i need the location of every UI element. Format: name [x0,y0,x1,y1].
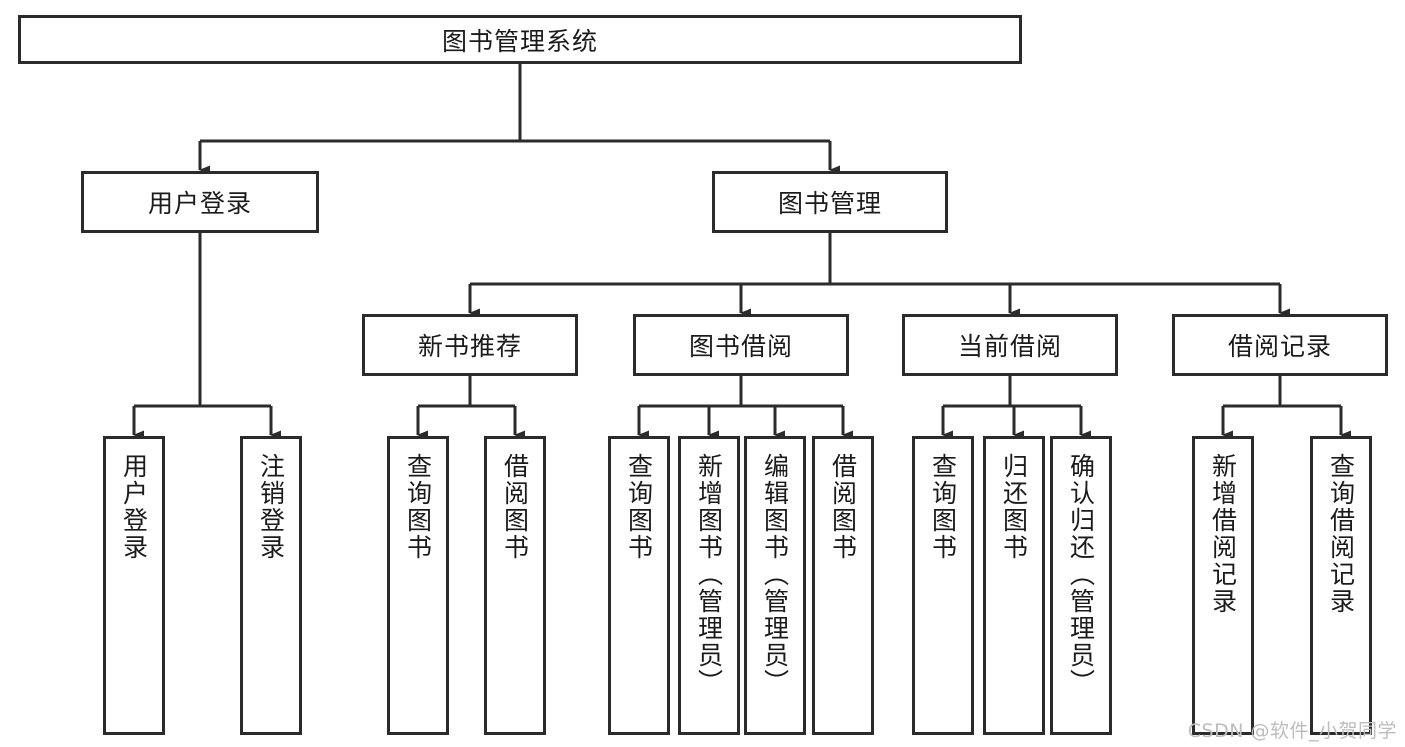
node-label: 查询图书 [403,453,433,561]
node-user-login[interactable]: 用户登录 [81,171,319,233]
node-book-manage[interactable]: 图书管理 [712,171,948,233]
node-label: 用户登录 [147,189,252,218]
node-label: 图书借阅 [688,332,793,361]
node-label: 查询图书 [624,453,654,561]
node-leaf-logout[interactable]: 注销登录 [240,436,302,735]
node-label: 图书管理 [777,189,882,218]
node-label: 借阅图书 [500,453,530,561]
node-leaf-query-record[interactable]: 查询借阅记录 [1310,436,1372,735]
node-label: 确认归还（管理员） [1066,453,1096,696]
node-leaf-query-book-2[interactable]: 查询图书 [608,436,670,735]
node-label: 查询借阅记录 [1326,453,1356,615]
node-root[interactable]: 图书管理系统 [18,15,1022,64]
node-new-book-recommend[interactable]: 新书推荐 [362,314,578,376]
node-leaf-edit-book[interactable]: 编辑图书（管理员） [744,436,806,735]
node-label: 新增借阅记录 [1208,453,1238,615]
node-leaf-confirm-return[interactable]: 确认归还（管理员） [1050,436,1112,735]
node-label: 用户登录 [119,453,149,561]
node-label: 新书推荐 [417,332,522,361]
node-label: 当前借阅 [957,332,1062,361]
node-label: 图书管理系统 [441,26,598,56]
node-label: 编辑图书（管理员） [760,453,790,696]
watermark-text: CSDN @软件_小贺同学 [1187,720,1397,742]
node-label: 借阅记录 [1227,332,1332,361]
node-label: 查询图书 [928,453,958,561]
node-label: 新增图书（管理员） [694,453,724,696]
node-label: 注销登录 [256,453,286,561]
node-book-borrow[interactable]: 图书借阅 [633,314,849,376]
node-leaf-borrow-book-1[interactable]: 借阅图书 [484,436,546,735]
node-leaf-borrow-book-2[interactable]: 借阅图书 [812,436,874,735]
node-leaf-return-book[interactable]: 归还图书 [983,436,1045,735]
node-borrow-record[interactable]: 借阅记录 [1172,314,1388,376]
node-label: 借阅图书 [828,453,858,561]
node-leaf-user-login[interactable]: 用户登录 [103,436,165,735]
node-current-borrow[interactable]: 当前借阅 [902,314,1118,376]
node-label: 归还图书 [999,453,1029,561]
node-leaf-query-book-3[interactable]: 查询图书 [912,436,974,735]
node-leaf-add-record[interactable]: 新增借阅记录 [1192,436,1254,735]
node-leaf-add-book[interactable]: 新增图书（管理员） [678,436,740,735]
node-leaf-query-book-1[interactable]: 查询图书 [387,436,449,735]
